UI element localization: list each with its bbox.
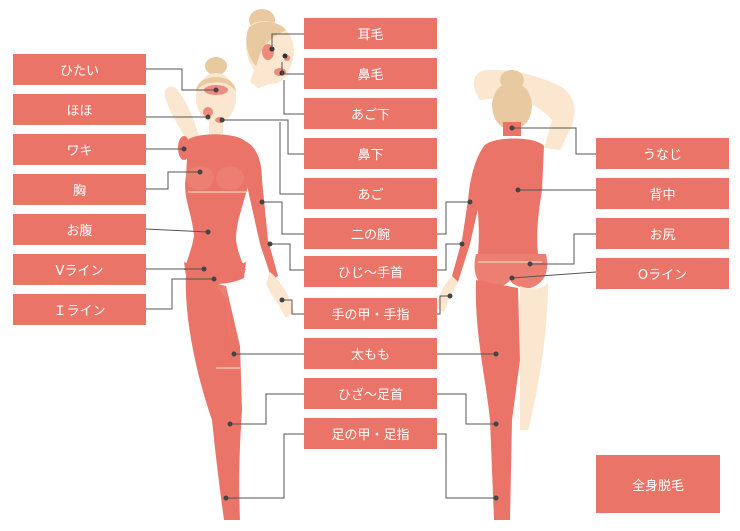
label-underarm[interactable]: ワキ	[13, 134, 146, 165]
label-foot-toes[interactable]: 足の甲・足指	[304, 418, 437, 449]
label-nose-hair[interactable]: 鼻毛	[304, 58, 437, 89]
label-ear-hair[interactable]: 耳毛	[304, 18, 437, 49]
label-i-line[interactable]: Ｉライン	[13, 294, 146, 325]
label-chest[interactable]: 胸	[13, 174, 146, 205]
label-belly[interactable]: お腹	[13, 214, 146, 245]
front-figure	[164, 57, 294, 520]
label-under-nose[interactable]: 鼻下	[304, 138, 437, 169]
label-forehead[interactable]: ひたい	[13, 54, 146, 85]
label-knee-ankle[interactable]: ひざ～足首	[304, 378, 437, 409]
label-nape[interactable]: うなじ	[596, 138, 729, 169]
back-figure	[436, 69, 575, 520]
connector-dots	[181, 87, 533, 501]
label-chin[interactable]: あご	[304, 178, 437, 209]
label-full-body[interactable]: 全身脱毛	[596, 455, 720, 513]
label-thigh[interactable]: 太もも	[304, 338, 437, 369]
label-hand-fingers[interactable]: 手の甲・手指	[304, 298, 437, 329]
label-o-line[interactable]: Oライン	[596, 258, 729, 289]
label-buttocks[interactable]: お尻	[596, 218, 729, 249]
profile-head	[246, 9, 294, 88]
label-upper-arm[interactable]: 二の腕	[304, 218, 437, 249]
label-cheek[interactable]: ほほ	[13, 94, 146, 125]
connector-lines	[145, 33, 597, 499]
label-under-chin[interactable]: あご下	[304, 98, 437, 129]
label-elbow-wrist[interactable]: ひじ～手首	[304, 256, 437, 287]
label-back[interactable]: 背中	[596, 178, 729, 209]
label-v-line[interactable]: Vライン	[13, 254, 146, 285]
